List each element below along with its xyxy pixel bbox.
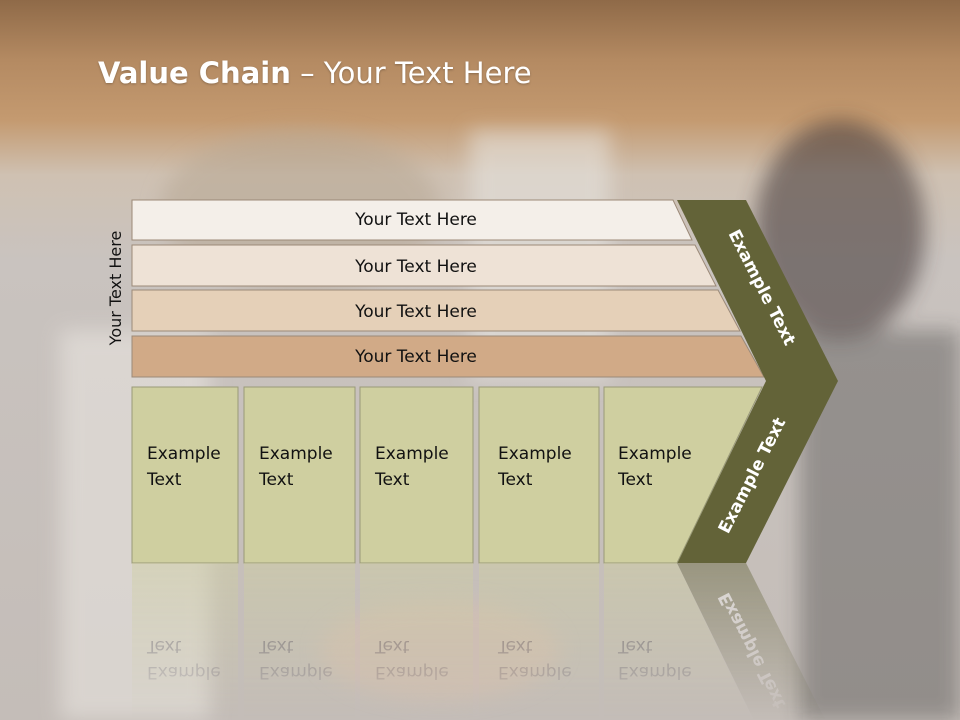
box-1-line1: Example [147,444,221,464]
svg-text:Example: Example [147,662,221,682]
box-4-line2: Text [497,470,533,490]
box-3-line1: Example [375,444,449,464]
chevron-top [677,200,838,381]
chevron-bottom [677,381,838,563]
reflection: Example Text Example Text Example Text E… [132,563,826,720]
activity-box-1 [131,386,239,564]
box-2-line2: Text [258,470,294,490]
activity-box-2 [243,386,356,564]
title-rest: – Your Text Here [290,56,532,90]
svg-text:Text: Text [146,636,182,656]
row-label-4: Your Text Here [354,347,477,367]
title-bold: Value Chain [98,56,291,90]
row-bars [131,199,765,378]
row-bar-2 [131,244,717,287]
box-5-line2: Text [617,470,653,490]
svg-text:Text: Text [497,636,533,656]
svg-text:Example: Example [618,662,692,682]
svg-text:Text: Text [374,636,410,656]
box-4-line1: Example [498,444,572,464]
activity-box-4 [478,386,600,564]
row-label-2: Your Text Here [354,257,477,277]
row-bar-4 [131,335,765,378]
svg-text:Text: Text [258,636,294,656]
slide-title: Value Chain – Your Text Here [98,56,532,90]
box-3-line2: Text [374,470,410,490]
row-label-3: Your Text Here [354,302,477,322]
row-labels: Your Text Here Your Text Here Your Text … [354,210,477,367]
activity-box-3 [359,386,474,564]
svg-text:Example: Example [498,662,572,682]
activity-boxes [131,386,763,564]
box-1-line2: Text [146,470,182,490]
row-label-1: Your Text Here [354,210,477,230]
box-labels: Example Text Example Text Example Text E… [146,444,692,490]
box-5-line1: Example [618,444,692,464]
row-bar-3 [131,289,741,332]
row-bar-1 [131,199,693,241]
svg-text:Example: Example [375,662,449,682]
svg-text:Example: Example [259,662,333,682]
box-2-line1: Example [259,444,333,464]
svg-text:Text: Text [617,636,653,656]
